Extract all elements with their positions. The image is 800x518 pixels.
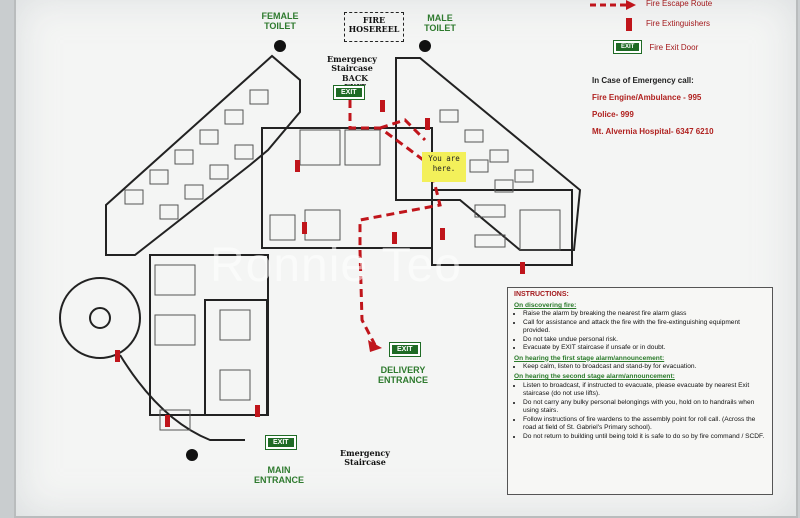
fire-extinguisher-icon — [380, 100, 385, 112]
female-toilet-label: FEMALE TOILET — [261, 11, 299, 31]
escape-route-delivery — [358, 249, 377, 346]
fire-hosereel-box — [344, 12, 404, 42]
list-item: Evacuate by EXIT staircase if unsafe or … — [523, 344, 766, 352]
right-block — [431, 189, 573, 266]
fire-extinguisher-icon — [425, 118, 430, 130]
list-item: Call for assistance and attack the fire … — [523, 319, 766, 336]
legend-item-extinguisher: Fire Extinguishers — [646, 19, 710, 28]
fire-extinguisher-icon — [295, 160, 300, 172]
emergency-staircase-top-label: Emergency Staircase — [327, 54, 377, 74]
central-block — [261, 127, 433, 249]
legend-extinguisher-label: Fire Extinguishers — [646, 19, 711, 28]
fire-extinguisher-icon — [392, 232, 397, 244]
delivery-exit-sign: EXIT — [389, 342, 421, 357]
escape-route-back-exit — [348, 100, 442, 250]
list-item: Do not take undue personal risk. — [523, 336, 766, 344]
fire-extinguisher-icon — [165, 415, 170, 427]
emergency-staircase-bottom-label: Emergency Staircase — [340, 448, 390, 468]
instructions-title: INSTRUCTIONS: — [514, 291, 569, 298]
police-number: Police- 999 — [592, 110, 634, 119]
fire-extinguisher-icon — [255, 405, 260, 417]
bottom-curve-wall — [119, 354, 245, 441]
list-item: Do not carry any bulky personal belongin… — [523, 399, 766, 416]
list-item: Do not return to building until being to… — [523, 433, 766, 441]
legend-exit-label: Fire Exit Door — [649, 42, 699, 52]
list-item: Follow instructions of fire wardens to t… — [523, 416, 766, 433]
left-wing-wall — [105, 54, 301, 256]
fire-extinguisher-icon — [115, 350, 120, 362]
you-are-here-marker: You are here. — [422, 152, 466, 182]
fire-extinguisher-icon — [626, 18, 632, 31]
fire-hosereel-label: FIRE HOSEREEL — [348, 15, 400, 35]
list-item: Keep calm, listen to broadcast and stand… — [523, 363, 766, 371]
main-entrance-label: MAIN ENTRANCE — [253, 465, 304, 485]
fire-extinguisher-icon — [520, 262, 525, 274]
hospital-number: Mt. Alvernia Hospital- 6347 6210 — [592, 127, 714, 136]
section3-list: Listen to broadcast, if instructed to ev… — [514, 382, 766, 441]
list-item: Listen to broadcast, if instructed to ev… — [523, 382, 766, 399]
legend-item-route: Fire Escape Route — [646, 0, 712, 8]
back-exit-sign: EXIT — [333, 85, 365, 100]
section3-heading: On hearing the second stage alarm/announ… — [514, 373, 675, 381]
legend-route-label: Fire Escape Route — [646, 0, 713, 8]
legend-item-exit: EXIT Fire Exit Door — [612, 40, 699, 54]
escape-route-upper — [379, 118, 427, 142]
stair-marker — [186, 449, 198, 461]
list-item: Raise the alarm by breaking the nearest … — [523, 310, 766, 318]
circular-stair — [59, 277, 141, 359]
instructions-panel: INSTRUCTIONS: On discovering fire: Raise… — [507, 287, 773, 495]
route-arrowhead — [368, 340, 382, 352]
section1-heading: On discovering fire: — [514, 301, 577, 309]
section2-list: Keep calm, listen to broadcast and stand… — [514, 363, 766, 371]
fire-ambulance-number: Fire Engine/Ambulance - 995 — [592, 93, 702, 102]
female-toilet-marker — [274, 40, 286, 52]
section2-heading: On hearing the first stage alarm/announc… — [514, 354, 665, 362]
fire-extinguisher-icon — [302, 222, 307, 234]
section1-list: Raise the alarm by breaking the nearest … — [514, 310, 766, 352]
male-toilet-marker — [419, 40, 431, 52]
fire-extinguisher-icon — [440, 228, 445, 240]
male-toilet-label: MALE TOILET — [424, 13, 456, 33]
exit-sign-icon: EXIT — [612, 40, 643, 54]
emergency-heading: In Case of Emergency call: — [592, 76, 694, 85]
delivery-entrance-label: DELIVERY ENTRANCE — [377, 365, 428, 385]
lower-room — [204, 299, 268, 416]
main-exit-sign: EXIT — [265, 435, 297, 450]
